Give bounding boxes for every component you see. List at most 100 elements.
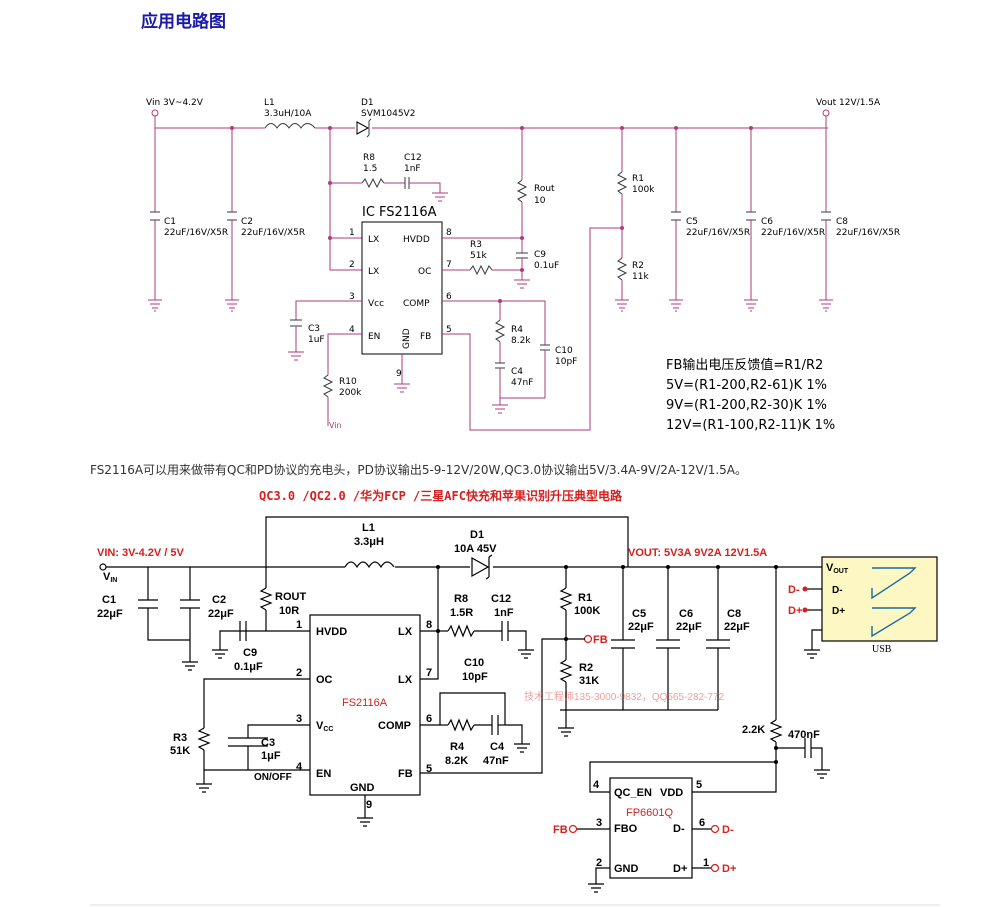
s2-title: QC3.0 /QC2.0 /华为FCP /三星AFC快充和苹果识别升压典型电路 — [259, 488, 623, 503]
s2-c4-ref: C4 — [490, 741, 505, 753]
s2-pnum-4: 4 — [296, 761, 303, 773]
s2-vin-node: VIN — [103, 571, 117, 584]
s2-c12-value: 1nF — [494, 607, 514, 619]
s2-pnum-2: 2 — [296, 667, 302, 679]
s2-rout-ref: ROUT — [275, 591, 306, 603]
s1-d1-ref: D1 — [361, 98, 374, 108]
s2-pin-comp: COMP — [378, 720, 411, 732]
s2-c9-ref: C9 — [243, 647, 257, 659]
s2-r2-value: 31K — [579, 675, 599, 687]
s1-pin-vcc: Vcc — [368, 299, 384, 309]
s2-ic2-gnd: GND — [614, 863, 639, 875]
s1-d1-value: SVM1045V2 — [361, 109, 415, 119]
s2-pnum-9: 9 — [366, 799, 372, 811]
s1-note-3: 12V=(R1-100,R2-11)K 1% — [666, 418, 835, 433]
s1-r1-ref: R1 — [632, 174, 644, 184]
s1-pnum-6: 6 — [446, 292, 452, 302]
s2-ext-dm: D- — [722, 824, 734, 836]
s2-c-470n: 470nF — [788, 729, 820, 741]
s1-c2-ref: C2 — [241, 217, 253, 227]
s2-pin-oc: OC — [316, 674, 333, 686]
s2-pin-lx1: LX — [398, 626, 413, 638]
s2-r8-ref: R8 — [454, 593, 468, 605]
s2-d1-ref: D1 — [470, 529, 484, 541]
s2-c5-value: 22μF — [628, 621, 654, 633]
s2-r1-ref: R1 — [578, 592, 592, 604]
s1-note-0: FB输出电压反馈值=R1/R2 — [666, 357, 823, 373]
s2-c10-value: 10pF — [462, 671, 488, 683]
s2-ic2-pnum-1: 1 — [703, 857, 709, 869]
s2-usb-vout: VOUT — [826, 562, 849, 575]
s2-l1-value: 3.3μH — [354, 536, 384, 548]
s1-pin-lx1: LX — [368, 235, 379, 245]
s2-pnum-3: 3 — [296, 713, 302, 725]
s2-pin-en: EN — [316, 768, 331, 780]
schematic-1: Vin 3V~4.2V Vout 12V/1.5A L1 3.3uH/10A D… — [146, 98, 900, 433]
s1-ic-title: IC FS2116A — [362, 205, 437, 220]
s2-pin-vcc: VCC — [316, 720, 333, 733]
s1-r8-value: 1.5 — [363, 164, 377, 174]
s2-fb-node: FB — [593, 634, 608, 646]
s2-c3-ref: C3 — [261, 737, 275, 749]
s2-c2-ref: C2 — [212, 594, 226, 606]
s2-c8-value: 22μF — [724, 621, 750, 633]
s2-ic2-pnum-6: 6 — [699, 817, 705, 829]
s1-pin-gnd: GND — [402, 328, 412, 349]
s1-pin-fb: FB — [420, 332, 431, 342]
s1-c2-value: 22uF/16V/X5R — [241, 228, 305, 238]
s1-pin-en: EN — [368, 332, 380, 342]
s1-c8-ref: C8 — [836, 217, 848, 227]
s2-ic2-vdd: VDD — [660, 787, 683, 799]
s1-r10-ref: R10 — [339, 377, 357, 387]
s1-vin-label: Vin 3V~4.2V — [146, 98, 204, 108]
s1-c4-value: 47nF — [511, 378, 533, 388]
s2-ic2-dm: D- — [673, 823, 685, 835]
s1-r4-value: 8.2k — [511, 336, 531, 346]
s1-c6-value: 22uF/16V/X5R — [761, 228, 825, 238]
s2-r1-value: 100K — [574, 605, 600, 617]
s2-r8-value: 1.5R — [450, 607, 473, 619]
s2-watermark: 技术工程师135-3000-9832，QQ565-282-772 — [524, 690, 725, 703]
s2-r3-value: 51K — [170, 745, 190, 757]
s1-pnum-1: 1 — [349, 228, 355, 238]
s1-c12-value: 1nF — [404, 164, 421, 174]
s1-c1-value: 22uF/16V/X5R — [164, 228, 228, 238]
s1-c3-ref: C3 — [308, 324, 320, 334]
s1-rout-ref: Rout — [534, 184, 555, 194]
s1-c10-value: 10pF — [555, 357, 577, 367]
s1-pnum-9: 9 — [396, 369, 402, 379]
s2-pnum-1: 1 — [296, 619, 302, 631]
s2-c8-ref: C8 — [727, 608, 741, 620]
s2-usb-dp: D+ — [832, 606, 845, 617]
s1-note-2: 9V=(R1-200,R2-30)K 1% — [666, 398, 827, 413]
s1-pnum-7: 7 — [446, 260, 452, 270]
s1-c8-value: 22uF/16V/X5R — [836, 228, 900, 238]
s2-ic2-fbo: FBO — [614, 823, 638, 835]
s1-c5-value: 22uF/16V/X5R — [686, 228, 750, 238]
s2-vout-label: VOUT: 5V3A 9V2A 12V1.5A — [628, 547, 767, 559]
s2-on-off: ON/OFF — [254, 772, 292, 783]
s1-pnum-8: 8 — [446, 228, 452, 238]
s2-ic2-pnum-5: 5 — [696, 779, 702, 791]
s2-ic2-name: FP6601Q — [626, 807, 674, 819]
s1-rout-value: 10 — [534, 196, 546, 206]
s1-r8-ref: R8 — [363, 153, 375, 163]
s2-ic2-pnum-4: 4 — [593, 779, 600, 791]
s2-ic2-qc-en: QC_EN — [614, 787, 652, 799]
s2-d1-value: 10A 45V — [454, 543, 497, 555]
s2-ic2-pnum-3: 3 — [596, 817, 602, 829]
s2-pnum-5: 5 — [426, 763, 432, 775]
s2-c12-ref: C12 — [491, 593, 511, 605]
s2-pin-fb: FB — [398, 768, 413, 780]
s1-l1-value: 3.3uH/10A — [264, 109, 312, 119]
s1-pin-lx2: LX — [368, 267, 379, 277]
s1-pnum-2: 2 — [349, 260, 355, 270]
s2-ic2-pnum-2: 2 — [596, 857, 602, 869]
s2-pin-gnd: GND — [350, 782, 375, 794]
s2-c9-value: 0.1μF — [234, 661, 263, 673]
s2-r4-ref: R4 — [450, 741, 465, 753]
s2-ic2-dp: D+ — [673, 863, 687, 875]
s1-pnum-3: 3 — [349, 292, 355, 302]
s1-vin-en: Vin — [329, 421, 342, 430]
s1-c9-value: 0.1uF — [534, 261, 559, 271]
